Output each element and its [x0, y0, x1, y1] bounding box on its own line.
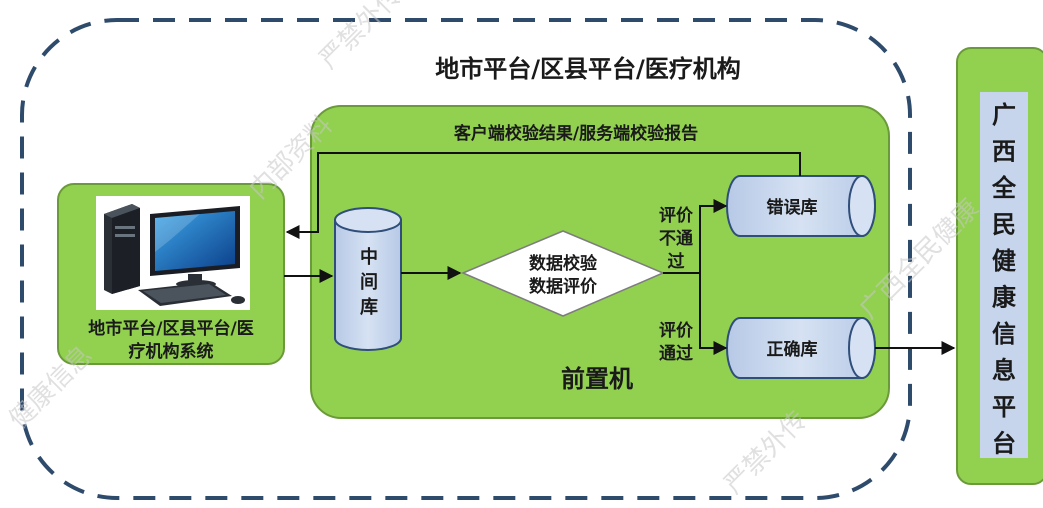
- desktop-computer-icon: [96, 196, 250, 310]
- fail-label-line2: 不通: [659, 229, 693, 249]
- arrow-branch-to-error-db: [699, 199, 728, 273]
- middle-db-char-2: 间: [360, 272, 378, 293]
- arrow-feedback-to-system: [285, 152, 801, 239]
- error-database: [726, 175, 876, 237]
- validation-label-line2: 数据评价: [529, 276, 598, 297]
- svg-text:严禁外传: 严禁外传: [719, 405, 814, 500]
- fail-label-line1: 评价: [659, 206, 694, 226]
- hospital-system-label-line1: 地市平台/区县平台/医: [88, 318, 253, 339]
- middle-database: [334, 207, 402, 351]
- correct-db-label: 正确库: [767, 339, 818, 360]
- platform-char-5: 健: [992, 247, 1016, 275]
- platform-char-7: 信: [992, 320, 1016, 348]
- fail-label-line3: 过: [668, 252, 685, 272]
- platform-char-1: 广: [992, 101, 1016, 129]
- outer-region-title: 地市平台/区县平台/医疗机构: [435, 55, 741, 83]
- front-machine-label: 前置机: [561, 365, 633, 393]
- middle-db-char-1: 中: [360, 246, 378, 268]
- arrow-branch-to-correct-db: [699, 273, 728, 355]
- svg-text:严禁外传: 严禁外传: [314, 0, 409, 75]
- platform-char-3: 全: [991, 174, 1017, 202]
- pass-label-line2: 通过: [659, 344, 693, 364]
- middle-db-char-3: 库: [360, 296, 378, 318]
- platform-char-8: 息: [992, 357, 1016, 385]
- feedback-label: 客户端校验结果/服务端校验报告: [453, 123, 698, 144]
- platform-char-6: 康: [992, 284, 1017, 312]
- correct-database: [726, 317, 876, 379]
- platform-char-9: 平: [992, 393, 1016, 421]
- outer-region-border: [20, 18, 912, 500]
- platform-char-2: 西: [992, 138, 1016, 166]
- platform-char-10: 台: [992, 430, 1016, 458]
- platform-inner-panel: [980, 92, 1028, 458]
- pass-label-line1: 评价: [659, 321, 694, 341]
- validation-label-line1: 数据校验: [529, 253, 598, 274]
- svg-text:健康信息: 健康信息: [4, 340, 99, 435]
- error-db-label: 错误库: [767, 197, 818, 218]
- hospital-system-label-line2: 疗机构系统: [129, 341, 214, 362]
- platform-char-4: 民: [992, 211, 1016, 239]
